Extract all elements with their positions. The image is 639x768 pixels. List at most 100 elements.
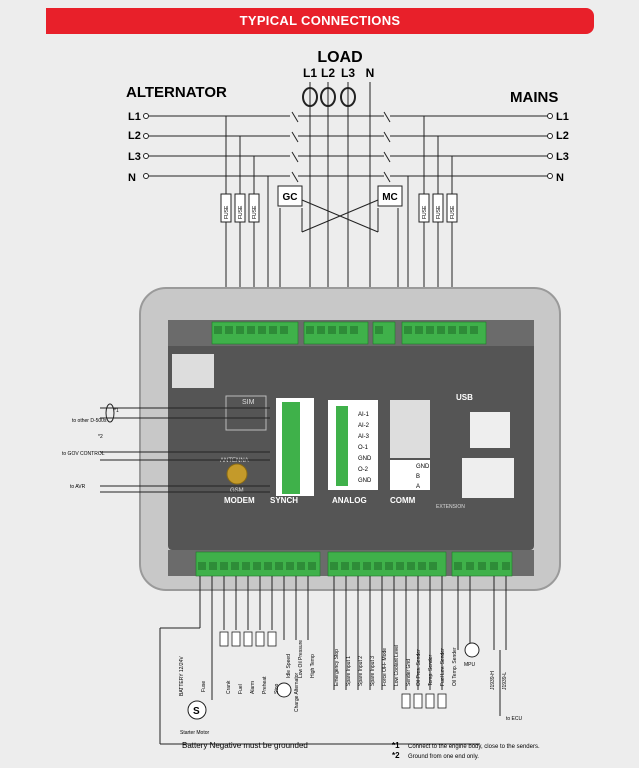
section-synch: SYNCH bbox=[270, 496, 298, 505]
in-spare3: Spare Input 3 bbox=[370, 656, 376, 686]
label-plate bbox=[172, 354, 214, 388]
load-phase-n: N bbox=[366, 66, 375, 80]
charge-alternator bbox=[276, 682, 292, 698]
in-spare1: Spare Input 1 bbox=[346, 656, 352, 686]
in-spare2: Spare Input 2 bbox=[358, 656, 364, 686]
battery-label: BATTERY 12/24V bbox=[179, 656, 185, 696]
top-terminal-screws bbox=[214, 326, 478, 334]
in-emergency: Emergency Stop bbox=[334, 649, 340, 686]
comm-b: B bbox=[416, 474, 420, 480]
alt-line-l3: L3 bbox=[128, 151, 141, 163]
in-temp: Temp. Sender bbox=[428, 655, 434, 686]
j1939h-label: J1939-H bbox=[490, 671, 496, 690]
in-oiltemp: Oil Temp. Sender bbox=[452, 647, 458, 686]
alt-line-n: N bbox=[128, 172, 136, 184]
in-lowcoolant: Low Coolant Level bbox=[394, 645, 400, 686]
bottom-wires bbox=[159, 576, 507, 745]
section-comm: COMM bbox=[390, 496, 416, 505]
fuse-label: FUSE bbox=[252, 205, 258, 219]
antenna-label: ANTENNA bbox=[220, 458, 249, 464]
note2-marker-foot: *2 bbox=[392, 751, 400, 760]
load-label: LOAD bbox=[317, 49, 362, 66]
gc-label: GC bbox=[283, 192, 298, 203]
analog-panel bbox=[328, 400, 378, 490]
extension-label: EXTENSION bbox=[436, 504, 465, 510]
note2-text: Ground from one end only. bbox=[408, 754, 479, 760]
gc-contactor bbox=[277, 185, 303, 207]
page-title: TYPICAL CONNECTIONS bbox=[239, 13, 401, 28]
comm-a: A bbox=[416, 484, 420, 490]
fuse-small-label: Fuse bbox=[201, 681, 207, 692]
in-fuellev: Fuel Lev. Sender bbox=[440, 648, 446, 686]
alt-line-l2: L2 bbox=[128, 130, 141, 142]
mc-contactor bbox=[377, 185, 403, 207]
out-lowoil: Low Oil Pressure bbox=[298, 640, 304, 678]
load-phase-l2: L2 bbox=[321, 66, 335, 80]
note1-text: Connect to the engine body, close to the… bbox=[408, 744, 540, 750]
out-preheat: Preheat bbox=[262, 676, 268, 694]
starter-symbol: S bbox=[193, 706, 200, 717]
analog-ai3: AI-3 bbox=[358, 434, 370, 440]
mains-label: MAINS bbox=[510, 89, 558, 106]
out-alarm: Alarm bbox=[250, 681, 256, 694]
out-hightemp: High Temp bbox=[310, 654, 316, 678]
fuse-label: FUSE bbox=[436, 205, 442, 219]
usb-port[interactable] bbox=[470, 412, 510, 448]
ethernet-port[interactable] bbox=[390, 400, 430, 458]
charge-label: Charge Alternator bbox=[294, 672, 300, 712]
out-fuel: Fuel bbox=[238, 684, 244, 694]
comm-panel bbox=[390, 460, 430, 490]
analog-o1: O-1 bbox=[358, 445, 369, 451]
output-relays bbox=[219, 631, 277, 647]
left-wires bbox=[100, 403, 270, 493]
senders bbox=[401, 693, 447, 709]
starter-motor bbox=[187, 700, 207, 720]
alternator-label: ALTERNATOR bbox=[126, 84, 227, 101]
j1939l-label: J1939-L bbox=[502, 672, 508, 690]
left-gov-label: to GOV CONTROL bbox=[62, 451, 105, 457]
sim-slot bbox=[225, 395, 267, 431]
analog-ai2: AI-2 bbox=[358, 423, 370, 429]
gsm-label: GSM bbox=[230, 488, 244, 494]
note1-marker-foot: *1 bbox=[392, 741, 400, 750]
header-banner: TYPICAL CONNECTIONS bbox=[46, 8, 594, 34]
analog-gnd2: GND bbox=[358, 478, 372, 484]
fuse-label: FUSE bbox=[238, 205, 244, 219]
ground-note: Battery Negative must be grounded bbox=[182, 741, 308, 750]
sim-label: SIM bbox=[242, 399, 255, 406]
out-stop: Stop bbox=[274, 683, 280, 694]
bottom-terminal-screws bbox=[198, 562, 510, 570]
comm-gnd: GND bbox=[416, 464, 430, 470]
alt-fuses bbox=[220, 193, 260, 223]
note2-marker: *2 bbox=[98, 434, 103, 440]
fuse-label: FUSE bbox=[450, 205, 456, 219]
fuse-label: FUSE bbox=[224, 205, 230, 219]
analog-terminals bbox=[336, 406, 348, 486]
analog-o2: O-2 bbox=[358, 467, 369, 473]
in-forceoff: Force OFF Mode bbox=[382, 648, 388, 686]
fuse-label: FUSE bbox=[422, 205, 428, 219]
mains-line-l1: L1 bbox=[556, 111, 569, 123]
mpu-label: MPU bbox=[464, 662, 476, 668]
extension-port[interactable] bbox=[462, 458, 514, 498]
section-modem: MODEM bbox=[224, 496, 255, 505]
section-analog: ANALOG bbox=[332, 496, 367, 505]
analog-gnd1: GND bbox=[358, 456, 372, 462]
out-idle: Idle Speed bbox=[286, 654, 292, 678]
note1-marker: *1 bbox=[114, 408, 119, 414]
ecu-label: to ECU bbox=[506, 716, 523, 722]
synch-terminals bbox=[282, 402, 300, 494]
mc-label: MC bbox=[382, 192, 398, 203]
starter-label: Starter Motor bbox=[180, 730, 210, 736]
left-other-label: to other D-500s bbox=[72, 418, 107, 424]
antenna-connector bbox=[226, 463, 248, 485]
mains-fuses bbox=[418, 193, 458, 223]
crank-label: Crank bbox=[226, 680, 232, 694]
mains-line-n: N bbox=[556, 172, 564, 184]
in-oilpres: Oil Pres. Sender bbox=[416, 649, 422, 686]
mains-line-l2: L2 bbox=[556, 130, 569, 142]
left-avr-label: to AVR bbox=[70, 484, 86, 490]
mpu-sensor bbox=[464, 642, 480, 658]
alt-line-l1: L1 bbox=[128, 111, 141, 123]
